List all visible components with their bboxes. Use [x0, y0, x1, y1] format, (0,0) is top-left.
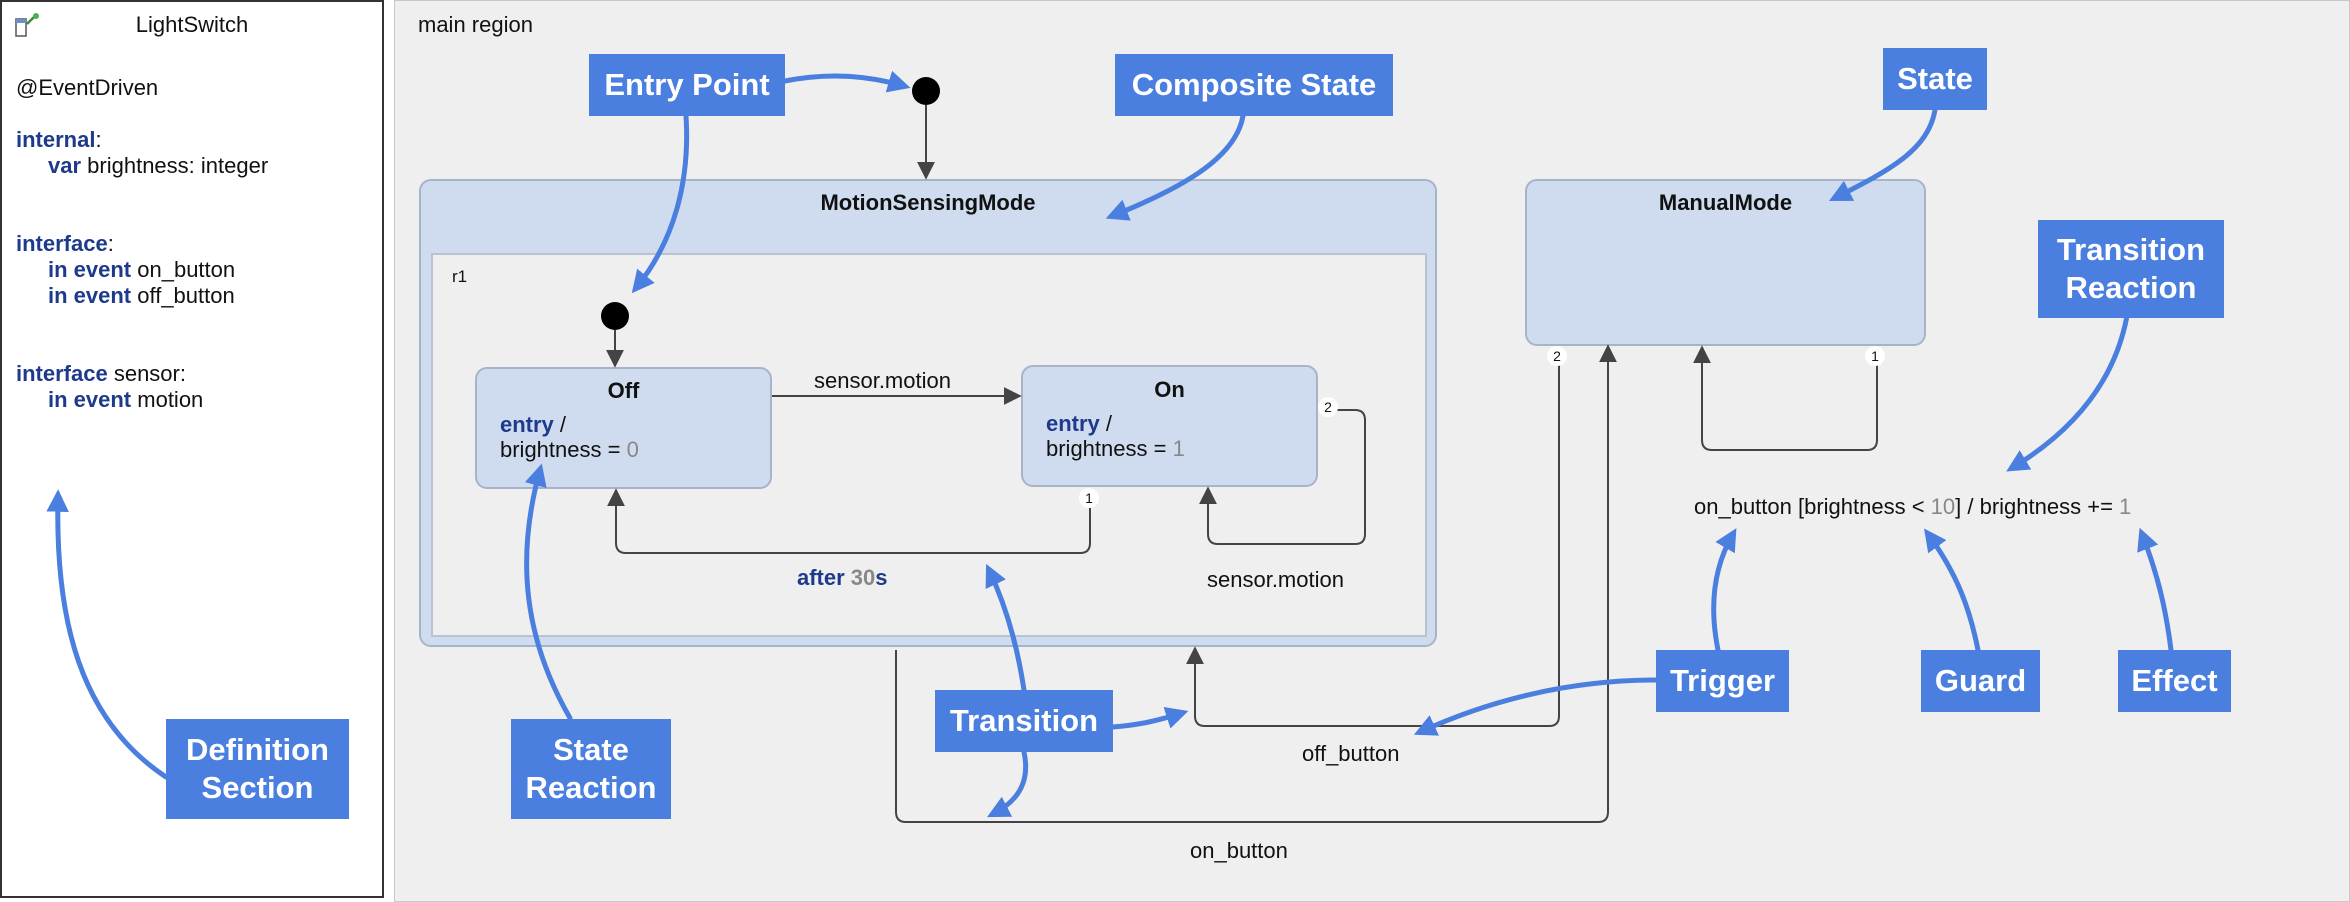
brightness-var-line: var brightness: integer [48, 153, 269, 178]
statechart-title: LightSwitch [135, 12, 249, 37]
transition-motion-to-manual[interactable] [895, 344, 1617, 823]
interface-scope-line: interface: [16, 231, 114, 256]
callout-state-reaction: State Reaction [511, 719, 671, 819]
transition-reaction-text: on_button [brightness < 10] / brightness… [1694, 494, 2132, 519]
sensor-interface-line: interface sensor: [16, 361, 186, 386]
callout-transition: Transition [935, 690, 1113, 752]
priority-badge-manual-to-motion: 2 [1547, 346, 1567, 366]
initial-pseudostate-main [912, 77, 940, 105]
transition-label-sensor-motion-self: sensor.motion [1207, 567, 1344, 592]
statechart-icon [14, 12, 42, 45]
main-region-label: main region [418, 12, 533, 37]
callout-trigger: Trigger [1656, 650, 1789, 712]
callout-transition-reaction: Transition Reaction [2038, 220, 2224, 318]
region-r1-label: r1 [452, 267, 468, 286]
transition-manual-to-motion[interactable] [1186, 348, 1560, 727]
callout-guard: Guard [1921, 650, 2040, 712]
on-button-event-line: in event on_button [48, 257, 236, 282]
composite-state-name: MotionSensingMode [820, 190, 1036, 215]
state-off-name: Off [607, 378, 640, 403]
transition-label-sensor-motion-off-on: sensor.motion [814, 368, 951, 393]
state-manual-mode[interactable] [1525, 179, 1926, 346]
transition-label-on-button: on_button [1190, 838, 1288, 863]
state-on[interactable] [1021, 365, 1318, 487]
callout-state: State [1883, 48, 1987, 110]
callout-composite-state: Composite State [1115, 54, 1393, 116]
transition-label-after: after 30s [797, 565, 888, 590]
state-on-name: On [1154, 377, 1185, 402]
state-manual-mode-name: ManualMode [1658, 190, 1793, 215]
transition-label-off-button: off_button [1302, 741, 1400, 766]
priority-badge-on-self: 2 [1318, 397, 1338, 417]
motion-event-line: in event motion [48, 387, 204, 412]
state-off[interactable] [475, 367, 772, 489]
state-off-entry: entry / brightness = 0 [500, 412, 639, 462]
transition-on-to-off[interactable] [607, 488, 1091, 554]
callout-entry-point: Entry Point [589, 54, 785, 116]
state-on-entry: entry / brightness = 1 [1046, 411, 1185, 461]
callout-definition-section: Definition Section [166, 719, 349, 819]
initial-pseudostate-r1 [601, 302, 629, 330]
callout-effect: Effect [2118, 650, 2231, 712]
priority-badge-manual-self: 1 [1865, 346, 1885, 366]
transition-on-self[interactable] [1199, 409, 1366, 545]
transition-manual-self[interactable] [1693, 345, 1878, 451]
annotation-line: @EventDriven [16, 75, 159, 100]
off-button-event-line: in event off_button [48, 283, 235, 308]
priority-badge-on-to-off: 1 [1079, 488, 1099, 508]
internal-scope-line: internal: [16, 127, 102, 152]
